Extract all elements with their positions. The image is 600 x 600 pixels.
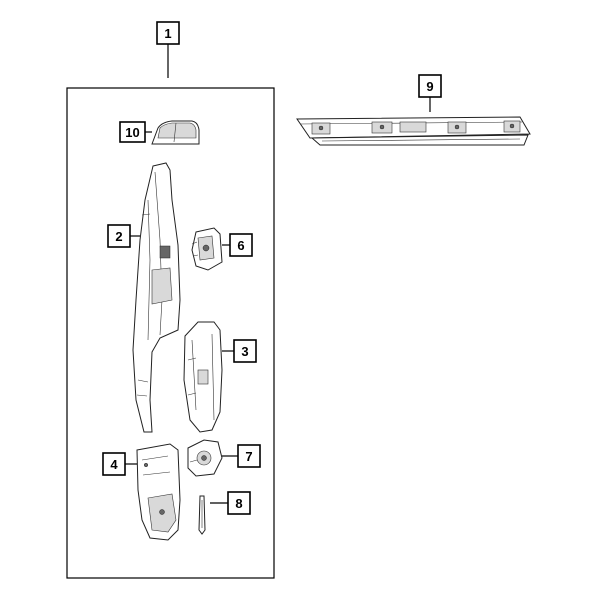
callout-1[interactable]: 1 [156, 21, 180, 78]
callout-4[interactable]: 4 [102, 452, 137, 476]
svg-text:9: 9 [426, 79, 433, 94]
callout-8[interactable]: 8 [210, 491, 251, 515]
part-8-pin[interactable] [198, 495, 206, 535]
callout-3[interactable]: 3 [222, 339, 257, 363]
callout-10[interactable]: 10 [119, 121, 152, 143]
part-3-panel[interactable] [183, 321, 223, 433]
part-10-cap[interactable] [151, 120, 200, 145]
assembly-frame [66, 87, 275, 579]
part-9-header-rail[interactable] [296, 116, 531, 146]
callout-6[interactable]: 6 [222, 233, 253, 257]
part-4-lower-panel[interactable] [136, 443, 181, 541]
svg-text:8: 8 [235, 496, 242, 511]
callout-9[interactable]: 9 [418, 74, 442, 112]
part-7-bracket[interactable] [187, 439, 223, 477]
part-6-bracket[interactable] [191, 227, 223, 271]
svg-text:10: 10 [125, 125, 139, 140]
svg-text:6: 6 [237, 238, 244, 253]
svg-text:7: 7 [245, 449, 252, 464]
callout-7[interactable]: 7 [222, 444, 261, 468]
callout-2[interactable]: 2 [107, 224, 140, 248]
part-2-pillar[interactable] [132, 162, 181, 433]
svg-text:2: 2 [115, 229, 122, 244]
svg-text:3: 3 [241, 344, 248, 359]
svg-text:4: 4 [110, 457, 118, 472]
svg-text:1: 1 [164, 26, 171, 41]
